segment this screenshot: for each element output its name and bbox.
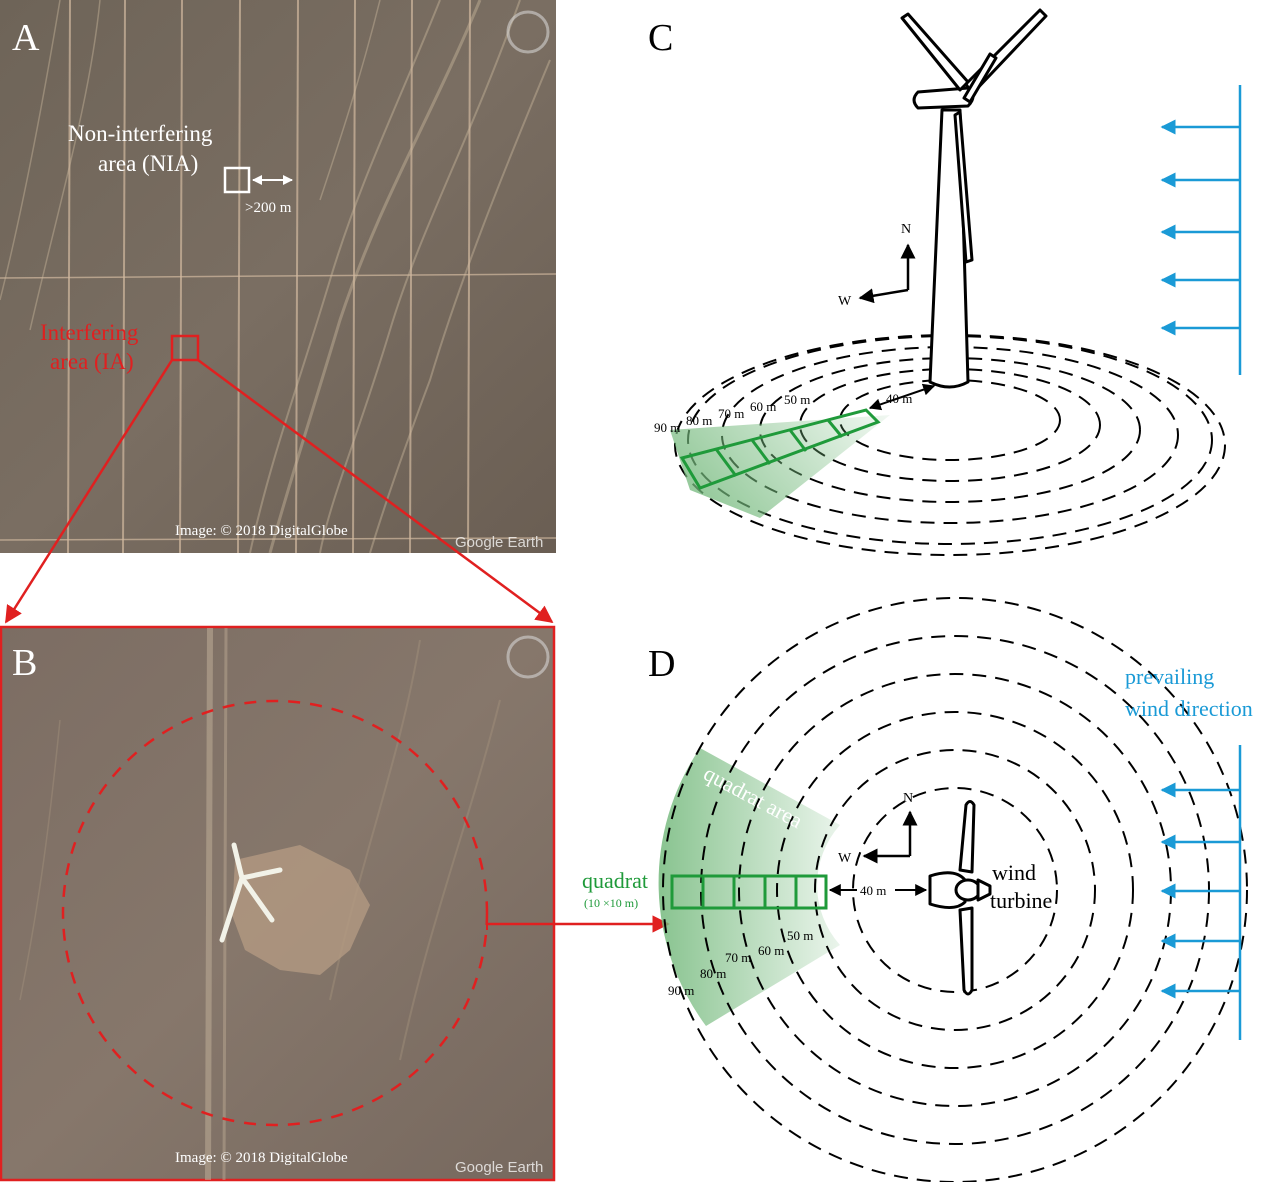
panel-c-ring-label-70: 70 m bbox=[718, 406, 744, 421]
panel-d-turbine-icon bbox=[928, 800, 992, 996]
panel-d: D quadrat area quadrat (10 ×10 m) 50 m 6… bbox=[582, 597, 1253, 1182]
panel-b-letter: B bbox=[12, 642, 37, 684]
panel-c-ring-label-90: 90 m bbox=[654, 420, 680, 435]
panel-c-wind-arrows bbox=[1160, 85, 1242, 375]
panel-d-ring-label-60: 60 m bbox=[758, 943, 784, 958]
panel-c-north-label: N bbox=[901, 222, 911, 237]
interfering-area-circle bbox=[61, 699, 489, 1127]
b-to-d-connector bbox=[486, 915, 670, 933]
panel-d-compass: N W bbox=[838, 791, 918, 866]
panel-d-turbine-label-line1: wind bbox=[992, 860, 1036, 885]
turbine-pad bbox=[232, 845, 370, 975]
panel-a-map-control bbox=[506, 10, 550, 54]
nia-label-line1: Non-interfering bbox=[68, 121, 213, 146]
panel-a-watermark: Google Earth bbox=[455, 534, 543, 551]
panel-b: B Image: © 2018 DigitalGlobe Google Eart… bbox=[0, 625, 556, 1182]
panel-b-watermark: Google Earth bbox=[455, 1159, 543, 1176]
nia-label-line2: area (NIA) bbox=[98, 151, 198, 176]
ia-square bbox=[170, 334, 200, 362]
nia-distance-label: >200 m bbox=[245, 200, 292, 216]
panel-d-north-label: N bbox=[903, 791, 913, 806]
panel-d-ring-label-90: 90 m bbox=[668, 983, 694, 998]
panel-c-ring-label-50: 50 m bbox=[784, 392, 810, 407]
panel-d-distance-label-bg bbox=[857, 880, 895, 898]
panel-d-quadrat-label: quadrat bbox=[582, 868, 648, 893]
panel-d-quadrat-size: (10 ×10 m) bbox=[584, 896, 638, 910]
ia-label-line2: area (IA) bbox=[50, 349, 134, 374]
panel-a-roads bbox=[0, 0, 557, 554]
prevailing-wind-label-line2: wind direction bbox=[1125, 696, 1253, 721]
panel-d-turbine-label-line2: turbine bbox=[990, 888, 1052, 913]
panel-c-distance-arrow bbox=[868, 383, 936, 411]
panel-d-ring-label-50: 50 m bbox=[787, 928, 813, 943]
panel-d-letter: D bbox=[648, 643, 675, 685]
prevailing-wind-label-line1: prevailing bbox=[1125, 664, 1214, 689]
nia-square bbox=[223, 166, 251, 194]
panel-c-distance-label: 40 m bbox=[886, 391, 912, 406]
panel-c-quadrat-area bbox=[670, 415, 890, 518]
panel-a-letter: A bbox=[12, 17, 40, 59]
panel-d-distance-label: 40 m bbox=[860, 883, 886, 898]
panel-b-texture bbox=[19, 627, 501, 1181]
panel-d-quadrat-grid bbox=[670, 874, 828, 910]
panel-d-quadrat-area bbox=[658, 748, 840, 1026]
panel-d-ring-label-80: 80 m bbox=[700, 966, 726, 981]
panel-c-west-label: W bbox=[838, 294, 852, 309]
panel-d-wind-arrows bbox=[1160, 745, 1242, 1040]
panel-c-ring-label-60: 60 m bbox=[750, 399, 776, 414]
panel-b-turbine-icon bbox=[219, 842, 283, 943]
panel-a-credit: Image: © 2018 DigitalGlobe bbox=[175, 523, 348, 539]
panel-b-credit: Image: © 2018 DigitalGlobe bbox=[175, 1150, 348, 1166]
panel-c-quadrat-grid bbox=[679, 408, 881, 490]
panel-a: A Non-interfering area (NIA) >200 m Inte… bbox=[0, 0, 557, 554]
panel-c-ring-label-80: 80 m bbox=[686, 413, 712, 428]
panel-c-compass: N W bbox=[838, 222, 916, 309]
panel-d-west-label: W bbox=[838, 851, 852, 866]
panel-c-letter: C bbox=[648, 17, 673, 59]
panel-c: C 90 m 80 m 70 m 60 m 50 m 40 m bbox=[648, 8, 1242, 556]
ia-label-line1: Interfering bbox=[40, 320, 139, 345]
panel-a-texture bbox=[0, 0, 551, 554]
panel-b-map-control bbox=[506, 635, 550, 679]
panel-c-turbine-icon bbox=[900, 8, 1048, 389]
panel-d-ring-label-70: 70 m bbox=[725, 950, 751, 965]
zoom-connector bbox=[4, 358, 554, 624]
